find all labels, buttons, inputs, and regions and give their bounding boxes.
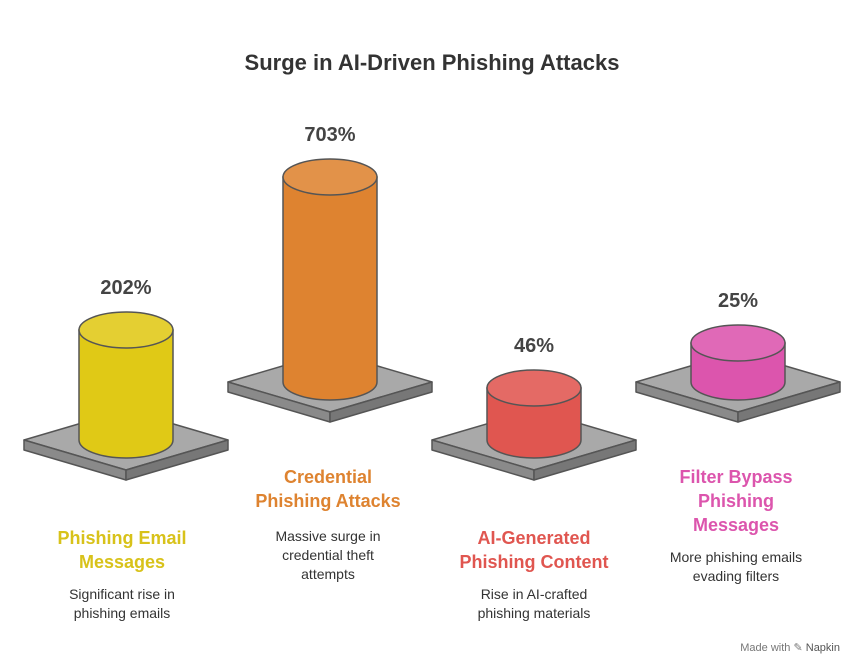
category-label-ai-generated: AI-Generated Phishing Content <box>459 528 609 572</box>
value-label: 46% <box>514 335 554 357</box>
platform-side-right <box>329 381 433 423</box>
category-desc-phishing-email: Significant rise in phishing emails <box>69 586 175 621</box>
bar-cylinder-top <box>78 311 174 349</box>
platform-side-right <box>533 439 637 481</box>
footer-credit: Made with ✎ Napkin <box>740 641 840 654</box>
category-desc-filter-bypass: More phishing emails evading filters <box>669 549 803 584</box>
category-desc-ai-generated: Rise in AI-crafted phishing materials <box>477 586 591 621</box>
platform-side-right <box>125 439 229 481</box>
bar-cylinder-top <box>282 158 378 196</box>
category-desc-credential-phishing: Massive surge in credential theft attemp… <box>275 528 381 582</box>
platform-side-right <box>737 381 841 423</box>
category-label-phishing-email: Phishing Email Messages <box>57 528 187 572</box>
chart-title: Surge in AI-Driven Phishing Attacks <box>244 50 620 75</box>
value-label: 703% <box>304 124 355 146</box>
footer-brand: Napkin <box>805 642 840 654</box>
value-label: 202% <box>100 277 151 299</box>
napkin-logo-icon: ✎ <box>793 642 803 654</box>
bar-cylinder-body <box>282 176 378 401</box>
category-label-filter-bypass: Filter Bypass Phishing Messages <box>679 467 793 535</box>
bar-cylinder-body <box>78 329 174 459</box>
value-label: 25% <box>718 290 758 312</box>
bar-cylinder-top <box>690 324 786 362</box>
bar-cylinder-body <box>486 387 582 459</box>
footer-made-with: Made with <box>740 642 791 654</box>
category-label-credential-phishing: Credential Phishing Attacks <box>255 467 401 511</box>
bar-cylinder-top <box>486 369 582 407</box>
